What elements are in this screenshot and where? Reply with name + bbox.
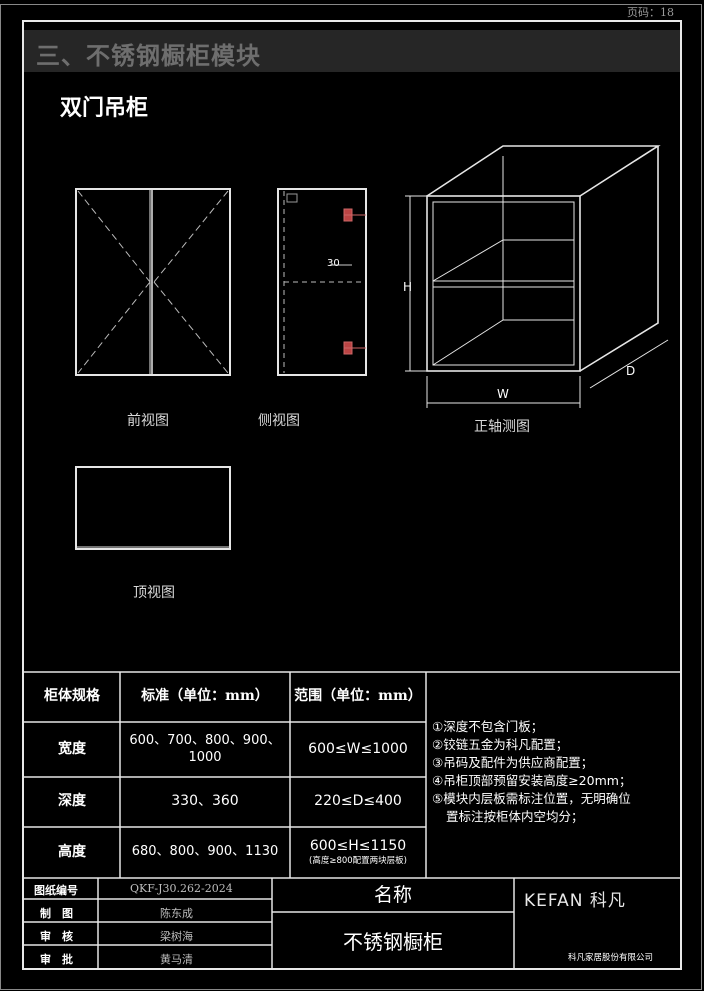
drawing-number-label: 图纸编号 [34, 884, 78, 897]
row-width-standard: 600、700、800、900、1000 [129, 733, 281, 765]
name-value: 不锈钢橱柜 [343, 930, 443, 954]
outer-border [0, 4, 702, 990]
drafter-value: 陈东成 [160, 907, 193, 920]
row-width-range: 600≤W≤1000 [308, 740, 408, 757]
drawing-frame [22, 20, 682, 970]
note-item: ②铰链五金为科凡配置； [432, 737, 569, 752]
header-spec: 柜体规格 [44, 688, 100, 705]
dim-d: D [626, 364, 635, 378]
dim-h: H [403, 280, 412, 294]
header-standard: 标准（单位：mm） [141, 688, 269, 705]
iso-view-label: 正轴测图 [474, 419, 530, 435]
top-view-label: 顶视图 [133, 585, 175, 601]
row-height-name: 高度 [58, 843, 86, 860]
note-item: ⑤模块内层板需标注位置，无明确位 [432, 791, 631, 806]
row-depth-name: 深度 [58, 793, 86, 810]
reviewer-label: 审 核 [40, 930, 73, 943]
brand-logo: KEFAN 科凡 [524, 891, 626, 911]
company-name: 科凡家居股份有限公司 [568, 953, 654, 963]
side-view-label: 侧视图 [258, 413, 300, 429]
reviewer-value: 梁树海 [160, 930, 193, 943]
page-number: 页码：18 [627, 6, 674, 19]
row-height-standard: 680、800、900、1130 [131, 844, 279, 860]
spec-table-grid [24, 671, 680, 968]
row-depth-standard: 330、360 [171, 793, 239, 810]
notes-list: ①深度不包含门板； ②铰链五金为科凡配置； ③吊码及配件为供应商配置； ④吊柜顶… [432, 718, 631, 826]
section-title: 三、不锈钢橱柜模块 [36, 41, 261, 70]
front-view-label: 前视图 [127, 413, 169, 429]
header-range: 范围（单位：mm） [294, 688, 422, 705]
row-height-range: 600≤H≤1150 [309, 838, 407, 855]
drawing-number-value: QKF-J30.262-2024 [130, 882, 233, 895]
dim-30: 30 [327, 258, 340, 269]
note-item: ④吊柜顶部预留安装高度≥20mm； [432, 773, 632, 788]
side-view [277, 188, 367, 376]
note-item: 置标注按柜体内空均分； [446, 809, 584, 824]
approver-value: 黄马清 [160, 953, 193, 966]
row-height-range-note: (高度≥800配置两块层板) [309, 855, 407, 866]
drafter-label: 制 图 [40, 907, 73, 920]
dim-w: W [497, 387, 509, 401]
front-view [75, 188, 231, 376]
note-item: ①深度不包含门板； [432, 719, 544, 734]
approver-label: 审 批 [40, 953, 73, 966]
iso-view [405, 145, 669, 408]
drawing-subtitle: 双门吊柜 [60, 96, 149, 121]
name-label: 名称 [373, 884, 412, 906]
section-header: 三、不锈钢橱柜模块 [24, 30, 680, 72]
row-width-name: 宽度 [58, 740, 86, 757]
row-height-range-cell: 600≤H≤1150 (高度≥800配置两块层板) [290, 827, 426, 878]
note-item: ③吊码及配件为供应商配置； [432, 755, 594, 770]
top-view [75, 466, 231, 550]
row-depth-range: 220≤D≤400 [314, 793, 402, 810]
